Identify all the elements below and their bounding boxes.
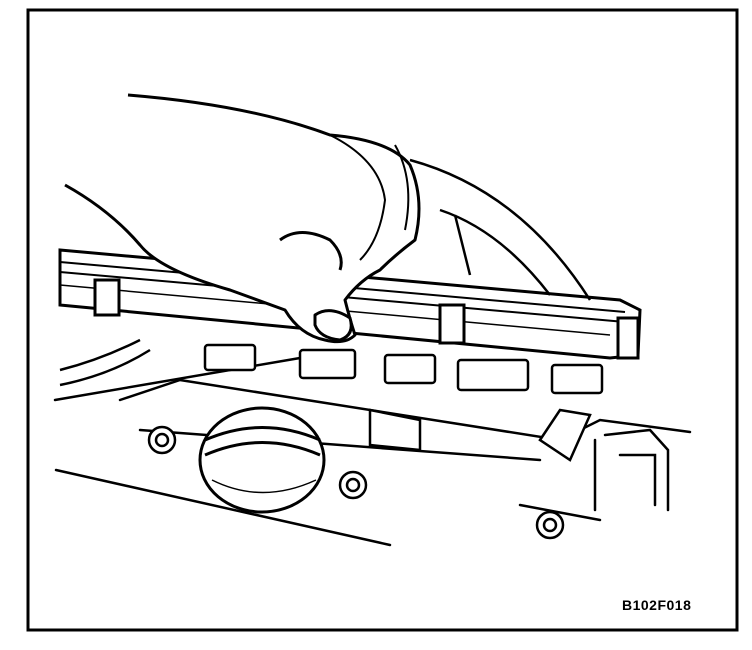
figure-border xyxy=(26,8,739,632)
cover-bolt-center xyxy=(338,470,368,500)
figure-reference-code: B102F018 xyxy=(622,597,692,613)
hose xyxy=(409,158,592,301)
fuel-injectors xyxy=(203,343,604,462)
cover-bolt-right xyxy=(535,510,565,540)
oil-filler-cap xyxy=(198,406,326,514)
wiring-conduit xyxy=(59,338,151,387)
technician-hand xyxy=(64,93,421,344)
cover-bolt-left xyxy=(147,425,177,455)
